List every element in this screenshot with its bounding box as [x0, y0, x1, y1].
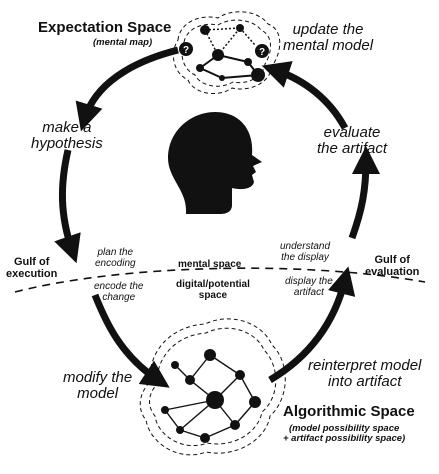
- expectation-space-title: Expectation Space: [38, 19, 172, 36]
- algorithmic-network-icon: [139, 318, 286, 456]
- head-silhouette-icon: [168, 112, 262, 214]
- arrow-bottom-to-right: [268, 266, 356, 384]
- arrow-left-to-bottom: [91, 293, 170, 388]
- arrow-right-to-top: [261, 61, 349, 130]
- expectation-network-icon: ? ?: [172, 11, 281, 95]
- arrow-right-up: [348, 146, 380, 240]
- unknown-node-marker: ?: [183, 45, 189, 56]
- mental-space-label: mental space: [178, 259, 242, 270]
- expectation-space-subtitle: (mental map): [93, 37, 153, 48]
- algorithmic-space-title: Algorithmic Space: [283, 403, 415, 420]
- algorithmic-space-subtitle: (model possibility space+ artifact possi…: [283, 423, 406, 444]
- mental-digital-divider: [14, 267, 426, 293]
- arrow-left-down: [54, 149, 81, 264]
- unknown-node-marker: ?: [259, 47, 265, 58]
- arrow-top-to-left: [75, 46, 179, 132]
